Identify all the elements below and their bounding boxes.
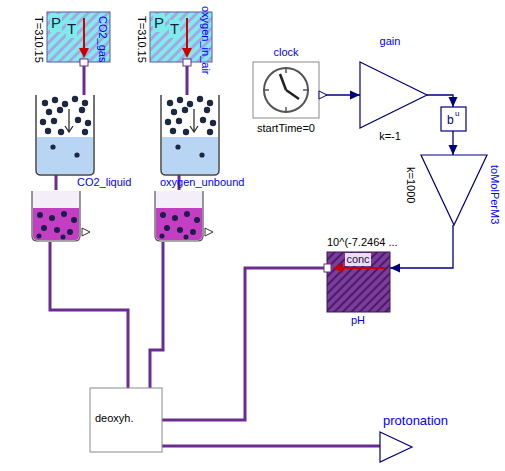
- signal-connector: [319, 91, 360, 100]
- gas-source: PTT=310.15oxygen_in_air: [150, 12, 212, 62]
- physical-connector: [162, 446, 380, 447]
- block-label: 10^(-7.2464 ...: [327, 236, 398, 249]
- signal-connector: [427, 95, 458, 107]
- connector-line: [390, 225, 453, 268]
- arrow-head: [390, 264, 400, 273]
- connector-line: [150, 242, 163, 388]
- vertical-label: k=1000: [404, 167, 417, 203]
- block-label: CO2_liquid: [77, 176, 131, 189]
- clock-block: clockstartTime=0: [253, 62, 319, 118]
- gain-block: gaink=-1: [360, 62, 427, 128]
- signal-connector: [390, 225, 453, 273]
- block-label: startTime=0: [257, 122, 315, 135]
- output-port: protonation: [380, 432, 412, 462]
- reaction-block: deoxyh.: [90, 388, 162, 452]
- concentration-block: 10^(-7.2464 ...concpH: [327, 252, 390, 312]
- gas-source: PTT=310.15CO2_gas: [47, 12, 110, 62]
- connector-line: [50, 242, 128, 388]
- arrow-head: [449, 97, 458, 107]
- block-label: u: [455, 109, 459, 119]
- vertical-label: oxygen_in_air: [199, 6, 212, 75]
- block-label: k=-1: [379, 130, 401, 143]
- physical-connector: [150, 242, 163, 388]
- gain-block: toMolPerM3k=1000: [421, 155, 487, 225]
- block-label: gain: [380, 35, 401, 48]
- vertical-label: toMolPerM3: [488, 165, 501, 224]
- block-label: b: [447, 113, 454, 127]
- block-label: protonation: [383, 413, 448, 429]
- vertical-label: T=310.15: [32, 16, 45, 63]
- vertical-label: CO2_gas: [96, 16, 109, 62]
- block-label: T: [66, 20, 77, 38]
- vertical-label: T=310.15: [135, 16, 148, 63]
- exp-block: bu: [441, 107, 466, 131]
- block-label: T: [169, 20, 180, 38]
- physical-connector: [162, 268, 327, 420]
- block-label: deoxyh.: [95, 412, 134, 425]
- connector-line: [162, 445, 380, 448]
- signal-connector: [449, 131, 458, 155]
- block-label: P: [50, 14, 62, 32]
- block-label: pH: [351, 314, 365, 327]
- block-label: oxygen_unbound: [160, 176, 244, 189]
- connector-line: [427, 95, 453, 107]
- arrow-head: [449, 145, 458, 155]
- block-label: conc: [345, 253, 370, 266]
- block-label: clock: [273, 46, 298, 59]
- arrow-head: [350, 91, 360, 100]
- connector-line: [162, 268, 327, 420]
- block-label: P: [153, 14, 165, 32]
- substance-beaker: oxygen_unbound: [153, 190, 205, 242]
- substance-beaker: CO2_liquid: [30, 190, 82, 242]
- physical-connector: [50, 242, 128, 388]
